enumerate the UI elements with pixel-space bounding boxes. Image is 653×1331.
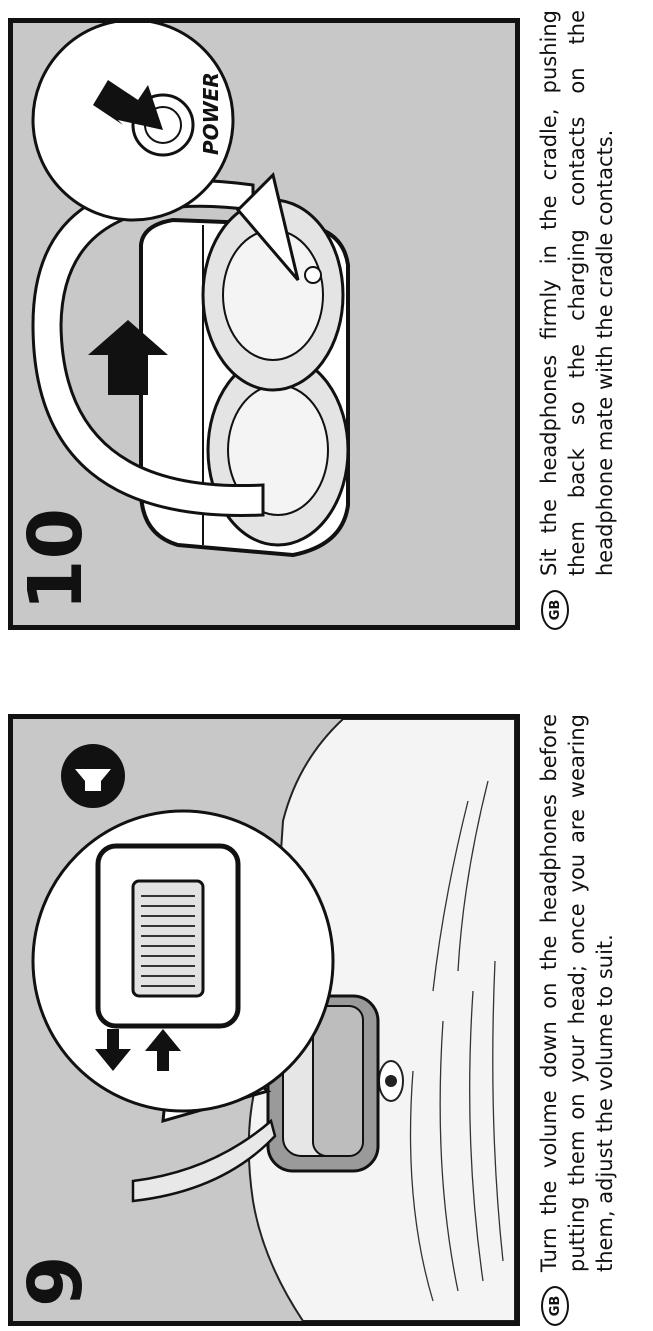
volume-illustration xyxy=(31,719,515,1321)
step-10-panel: POWER 10 xyxy=(8,18,520,630)
eye-icon xyxy=(378,1060,404,1102)
power-label: POWER xyxy=(199,72,223,155)
push-arrow-icon xyxy=(88,320,168,395)
step-9-text: Turn the volume down on the headphones b… xyxy=(537,714,617,1272)
volume-wheel-icon xyxy=(95,843,241,1029)
hair-lines xyxy=(409,780,504,1302)
speaker-icon xyxy=(61,744,125,808)
power-button-icon: POWER xyxy=(93,72,223,157)
step-10-caption: GB Sit the headphones firmly in the crad… xyxy=(535,10,619,630)
step-10-text: Sit the headphones firmly in the cradle,… xyxy=(537,10,617,576)
step-number: 9 xyxy=(13,1255,99,1308)
cradle-illustration: POWER xyxy=(31,23,350,558)
step-number: 10 xyxy=(13,508,99,611)
language-badge: GB xyxy=(541,1286,569,1326)
adjust-arrows-icon xyxy=(95,1029,181,1071)
step-9-caption: GB Turn the volume down on the headphone… xyxy=(535,714,619,1326)
language-badge: GB xyxy=(541,590,569,630)
step-9-panel: 9 xyxy=(8,714,520,1326)
